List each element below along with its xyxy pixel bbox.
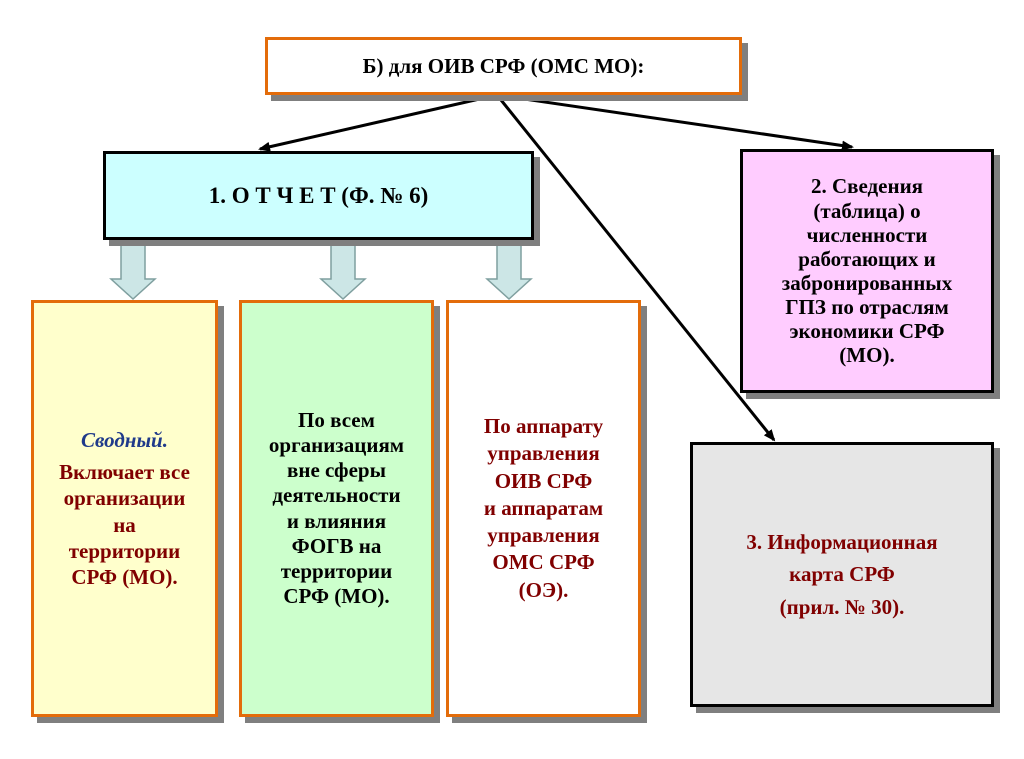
top-box: Б) для ОИВ СРФ (ОМС МО): (265, 37, 742, 95)
apparatus-line: ОИВ СРФ (494, 468, 593, 493)
report-box-label: 1. О Т Ч Е Т (Ф. № 6) (208, 182, 429, 208)
info-card-box: 3. Информационная карта СРФ (прил. № 30)… (690, 442, 994, 707)
summary-column: Сводный. Включает все организации на тер… (31, 300, 218, 717)
info-2-line: (таблица) о (813, 198, 921, 223)
summary-line: СРФ (МО). (71, 565, 178, 589)
external-line: СРФ (МО). (283, 584, 390, 609)
down-arrow-apparatus (485, 241, 533, 301)
info-3-line: (прил. № 30). (779, 594, 905, 619)
info-2-line: экономики СРФ (789, 319, 945, 344)
external-line: ФОГВ на (291, 533, 382, 558)
external-line: вне сферы (287, 458, 386, 483)
apparatus-line: ОМС СРФ (492, 550, 595, 575)
summary-line: организации (63, 486, 186, 511)
external-organizations-column: По всем организациям вне сферы деятельно… (239, 300, 434, 717)
top-box-label: Б) для ОИВ СРФ (ОМС МО): (362, 53, 645, 78)
apparatus-line: и аппаратам (483, 495, 604, 520)
summary-line: территории (68, 538, 181, 563)
external-line: территории (280, 558, 393, 583)
summary-heading: Сводный. (81, 427, 168, 452)
apparatus-line: (ОЭ). (518, 577, 569, 602)
info-2-line: (МО). (839, 343, 895, 368)
apparatus-line: По аппарату (483, 413, 604, 438)
info-2-line: ГПЗ по отраслям (785, 295, 949, 320)
info-3-line: 3. Информационная (746, 529, 938, 554)
info-3-line: карта СРФ (789, 562, 895, 587)
arrow-to-report (258, 93, 498, 152)
summary-line: на (113, 512, 136, 537)
arrow-to-info-2 (496, 93, 854, 151)
apparatus-column: По аппарату управления ОИВ СРФ и аппарат… (446, 300, 641, 717)
external-line: деятельности (272, 483, 401, 508)
report-box: 1. О Т Ч Е Т (Ф. № 6) (103, 151, 534, 240)
info-2-line: работающих и (798, 246, 936, 271)
arrow-to-info-3 (495, 94, 776, 442)
info-2-line: численности (806, 222, 928, 247)
down-arrow-external (319, 241, 367, 301)
info-2-line: 2. Сведения (810, 174, 924, 199)
summary-line: Включает все (59, 460, 190, 484)
external-line: организациям (268, 432, 405, 457)
workforce-info-box: 2. Сведения (таблица) о численности рабо… (740, 149, 994, 393)
apparatus-line: управления (487, 441, 600, 466)
apparatus-line: управления (487, 523, 600, 548)
down-arrow-summary (109, 241, 157, 301)
info-2-line: забронированных (781, 271, 953, 295)
external-line: По всем (298, 407, 375, 432)
external-line: и влияния (286, 508, 387, 533)
